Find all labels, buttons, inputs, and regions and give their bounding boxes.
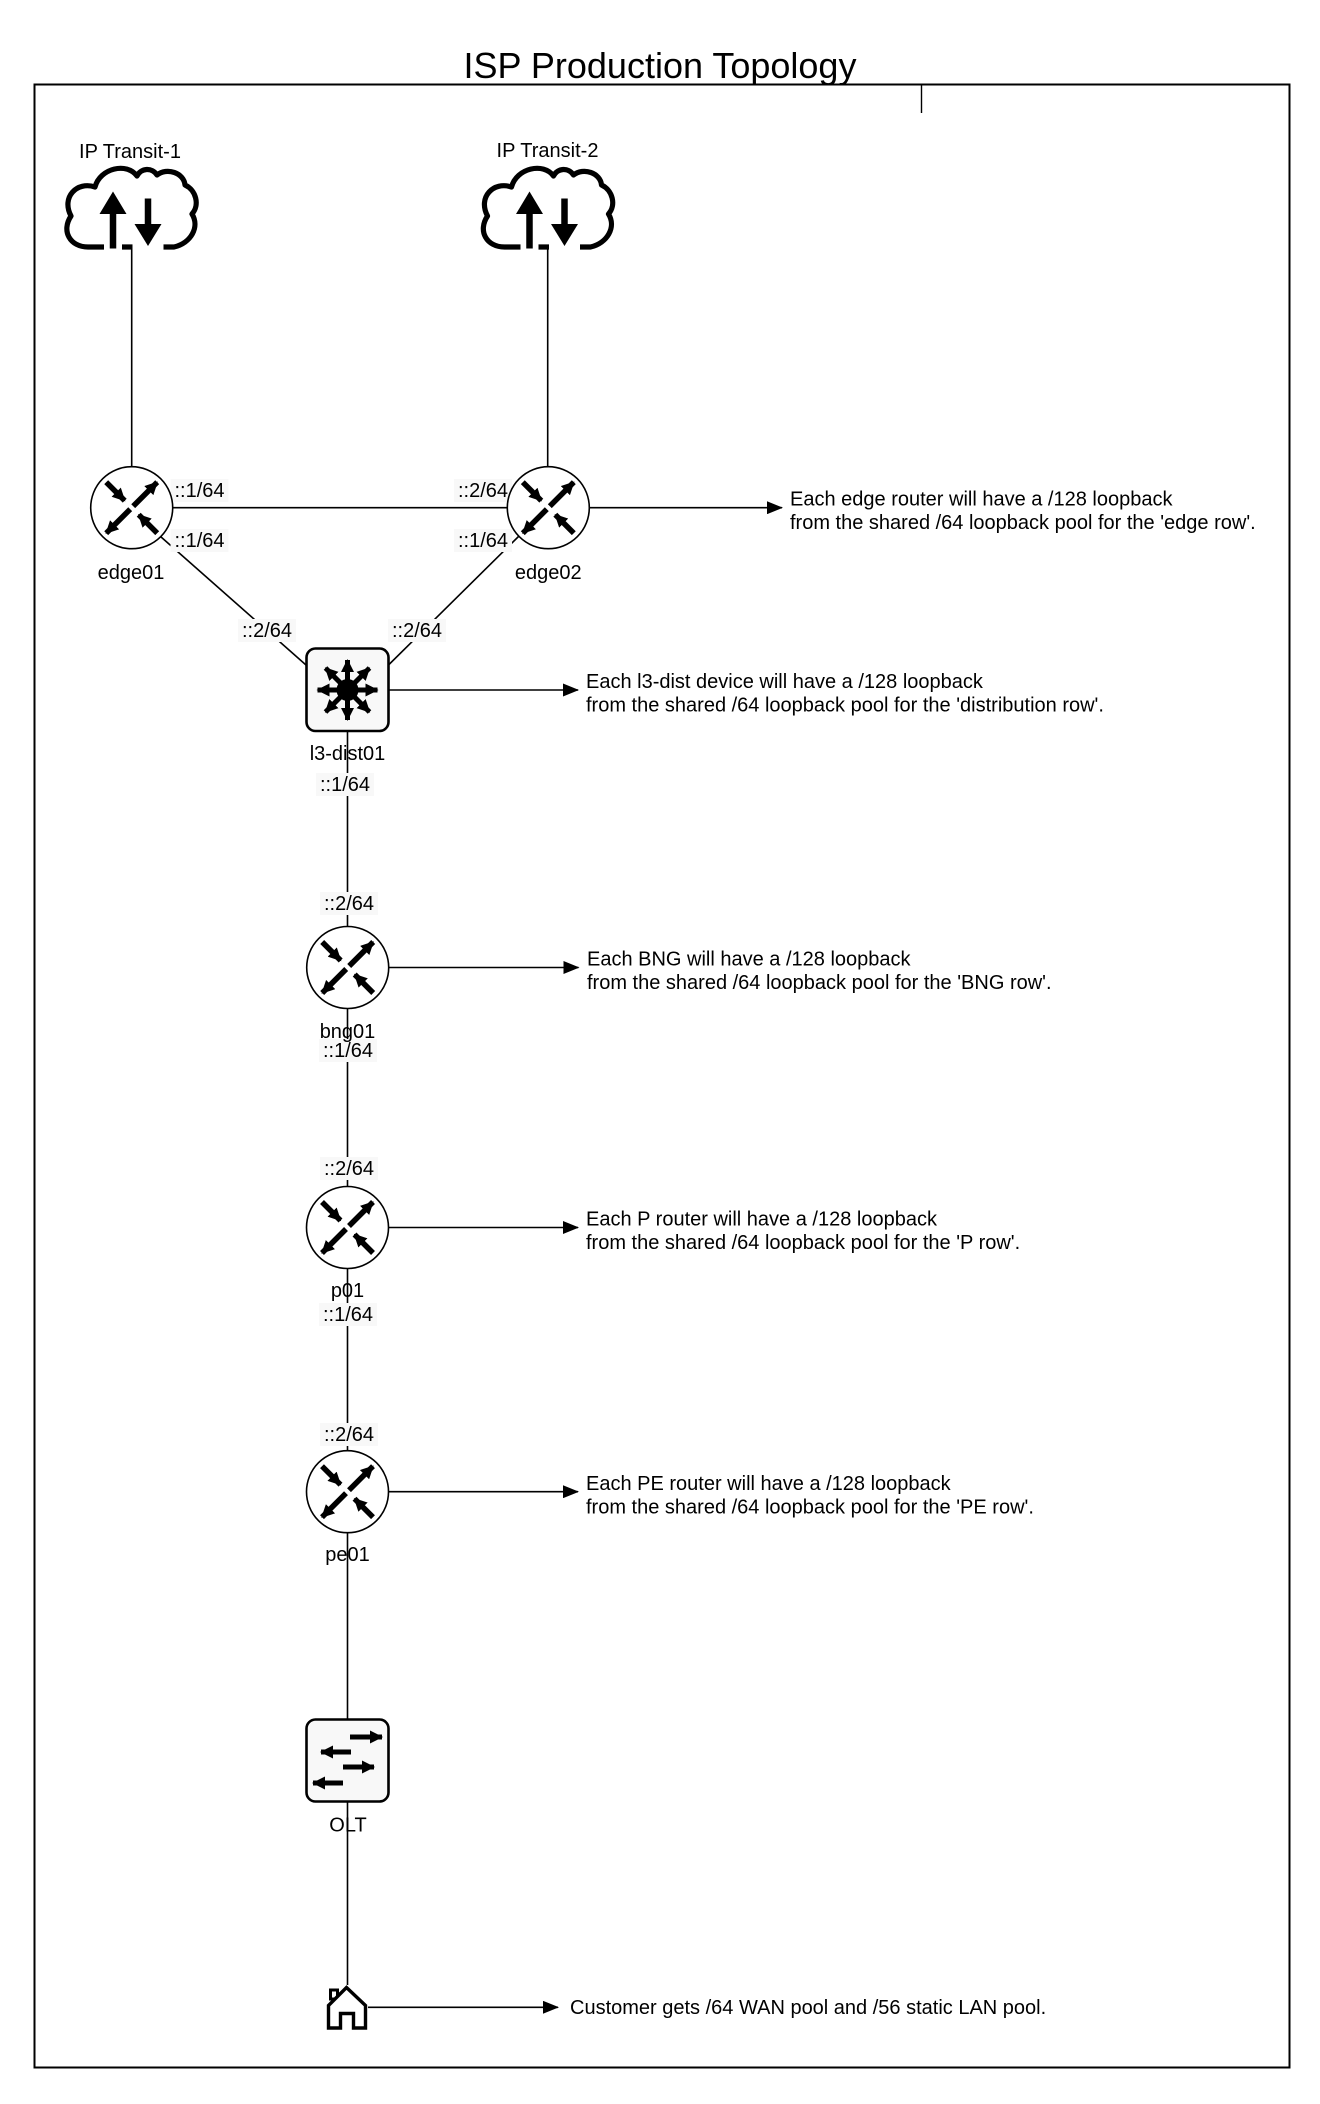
customer-house-icon bbox=[326, 1985, 368, 2030]
annotation-edge-row: Each edge router will have a /128 loopba… bbox=[589, 489, 1256, 534]
link-edge01-l3dist01 bbox=[159, 535, 307, 666]
cloud-transit-1: IP Transit-1 bbox=[67, 141, 196, 253]
links bbox=[130, 247, 549, 1985]
annotation-line2: from the shared /64 loopback pool for th… bbox=[586, 1497, 1034, 1519]
node-olt-label: OLT bbox=[329, 1815, 366, 1837]
cloud-transit-2-label: IP Transit-2 bbox=[497, 140, 599, 162]
annotation-line2: from the shared /64 loopback pool for th… bbox=[586, 695, 1104, 717]
node-edge01-label: edge01 bbox=[98, 562, 165, 584]
link-label: ::2/64 bbox=[324, 1158, 374, 1180]
link-label: ::1/64 bbox=[323, 1040, 373, 1062]
label-bg bbox=[320, 1157, 378, 1180]
annotation-line1: Each BNG will have a /128 loopback bbox=[587, 949, 912, 971]
house-outline bbox=[326, 1985, 368, 2030]
node-edge01: edge01 bbox=[91, 467, 173, 584]
annotation-customer: Customer gets /64 WAN pool and /56 stati… bbox=[368, 1997, 1046, 2019]
link-label: ::1/64 bbox=[174, 480, 224, 502]
page-title: ISP Production Topology bbox=[464, 45, 857, 86]
annotation-distribution-row: Each l3-dist device will have a /128 loo… bbox=[388, 671, 1104, 717]
node-p01: p01 bbox=[307, 1187, 389, 1302]
link-label: ::2/64 bbox=[324, 1424, 374, 1446]
node-bng01: bng01 bbox=[307, 927, 389, 1043]
node-edge02-label: edge02 bbox=[515, 562, 582, 584]
link-edge02-l3dist01 bbox=[387, 535, 520, 666]
annotation-bng-row: Each BNG will have a /128 loopback from … bbox=[389, 949, 1052, 994]
link-label: ::1/64 bbox=[320, 774, 370, 796]
diagram-border bbox=[33, 83, 1291, 2069]
annotation-line1: Each edge router will have a /128 loopba… bbox=[790, 489, 1173, 511]
node-p01-label: p01 bbox=[331, 1280, 364, 1302]
cloud-transit-2: IP Transit-2 bbox=[483, 140, 612, 253]
node-pe01: pe01 bbox=[307, 1451, 389, 1566]
router-icon bbox=[507, 467, 589, 549]
node-l3-dist01: l3-dist01 bbox=[305, 647, 390, 765]
cloud-transit-1-label: IP Transit-1 bbox=[79, 141, 181, 163]
annotation-line1: Each l3-dist device will have a /128 loo… bbox=[586, 671, 984, 693]
label-bg bbox=[388, 619, 446, 642]
label-bg bbox=[454, 479, 512, 502]
router-icon bbox=[91, 467, 173, 549]
annotation-line2: from the shared /64 loopback pool for th… bbox=[587, 972, 1052, 994]
label-bg bbox=[238, 619, 296, 642]
router-icon bbox=[307, 1187, 389, 1269]
label-bg bbox=[316, 773, 374, 796]
link-labels: ::1/64 ::2/64 ::1/64 ::1/64 ::2/64 ::2/6… bbox=[170, 479, 512, 1446]
node-l3-dist01-label: l3-dist01 bbox=[310, 743, 386, 765]
node-olt: OLT bbox=[305, 1718, 390, 1837]
node-pe01-label: pe01 bbox=[325, 1544, 370, 1566]
annotation-p-row: Each P router will have a /128 loopback … bbox=[389, 1209, 1020, 1254]
router-icon bbox=[307, 1451, 389, 1533]
router-icon bbox=[307, 927, 389, 1009]
label-bg bbox=[320, 1423, 378, 1446]
label-bg bbox=[320, 892, 378, 915]
annotation-line1: Customer gets /64 WAN pool and /56 stati… bbox=[570, 1997, 1046, 2019]
annotation-line2: from the shared /64 loopback pool for th… bbox=[586, 1232, 1020, 1254]
label-bg bbox=[454, 529, 512, 552]
label-bg bbox=[319, 1303, 377, 1326]
link-label: ::1/64 bbox=[174, 530, 224, 552]
layer3-switch-icon bbox=[316, 659, 379, 721]
link-label: ::2/64 bbox=[392, 620, 442, 642]
label-bg bbox=[170, 529, 229, 552]
link-label: ::1/64 bbox=[323, 1304, 373, 1326]
label-bg bbox=[170, 479, 229, 502]
link-label: ::2/64 bbox=[242, 620, 292, 642]
annotation-line1: Each P router will have a /128 loopback bbox=[586, 1209, 938, 1231]
label-bg bbox=[319, 1039, 377, 1062]
annotation-line1: Each PE router will have a /128 loopback bbox=[586, 1473, 952, 1495]
annotation-line2: from the shared /64 loopback pool for th… bbox=[790, 512, 1256, 534]
link-label: ::1/64 bbox=[458, 530, 508, 552]
link-label: ::2/64 bbox=[324, 893, 374, 915]
node-bng01-label: bng01 bbox=[320, 1021, 376, 1043]
annotation-pe-row: Each PE router will have a /128 loopback… bbox=[389, 1473, 1034, 1519]
switch-icon bbox=[312, 1730, 383, 1790]
node-edge02: edge02 bbox=[507, 467, 589, 584]
link-label: ::2/64 bbox=[458, 480, 508, 502]
switch-box bbox=[305, 1718, 390, 1803]
